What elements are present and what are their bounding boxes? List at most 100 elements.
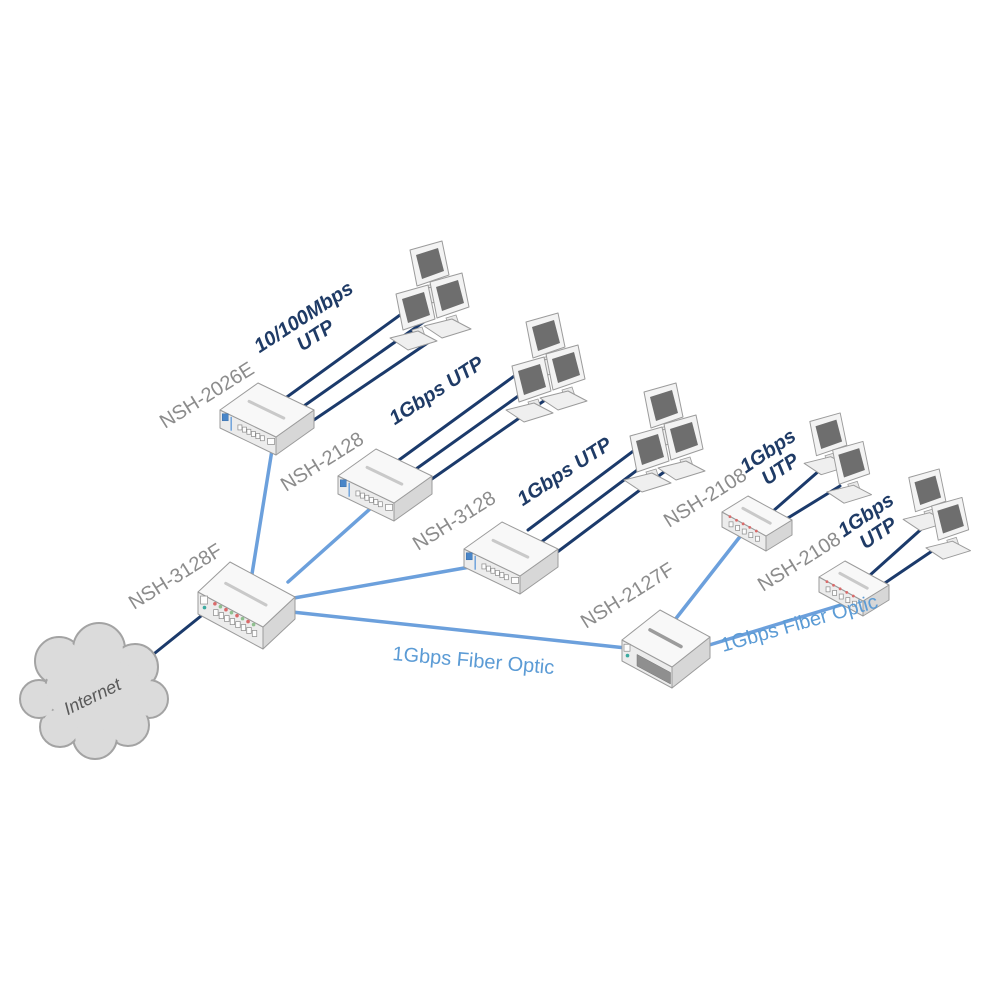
link-fiber-1: [250, 448, 274, 576]
keyboard: [505, 402, 554, 423]
ethernet-port: [728, 521, 734, 528]
status-led: [832, 583, 835, 587]
link-fiber-2: [286, 498, 382, 584]
vent-slot: [491, 538, 530, 559]
status-led: [741, 522, 745, 526]
keyboard: [826, 484, 873, 504]
status-led: [728, 515, 732, 519]
ethernet-port: [259, 435, 265, 442]
status-led: [240, 616, 245, 621]
status-led: [851, 594, 855, 598]
link-internet: [148, 610, 208, 659]
monitor-screen: [416, 248, 444, 279]
workstation: [539, 344, 588, 411]
uplink-port: [511, 576, 519, 584]
ethernet-port: [213, 609, 219, 616]
brand-badge: [465, 552, 473, 561]
keyboard: [623, 472, 672, 493]
ethernet-port: [251, 630, 258, 637]
ethernet-port: [246, 428, 252, 435]
label-fiber-3128f-2127f: 1Gbps Fiber Optic: [392, 643, 556, 679]
link-utp-5: [407, 380, 540, 476]
monitor-screen: [436, 280, 464, 311]
ethernet-port: [355, 490, 361, 497]
ethernet-port: [255, 433, 261, 439]
status-led: [735, 518, 738, 522]
monitor-screen: [402, 292, 430, 323]
keyboard: [925, 540, 972, 560]
status-led: [251, 622, 256, 627]
vent-slot: [247, 399, 286, 420]
workstation: [925, 496, 972, 560]
status-led: [838, 587, 842, 591]
monitor-screen: [838, 448, 865, 478]
ethernet-port: [490, 567, 496, 574]
workstation-group-pcs2: [505, 312, 588, 423]
ethernet-port: [224, 615, 230, 622]
monitor-screen: [650, 390, 678, 421]
status-led: [213, 601, 217, 606]
workstation: [423, 272, 472, 339]
brand-badge: [200, 595, 208, 605]
ethernet-port: [825, 586, 831, 593]
ethernet-port: [237, 424, 243, 431]
keyboard: [539, 390, 588, 411]
ethernet-port: [755, 535, 760, 542]
status-led: [229, 610, 234, 615]
switch-nsh3128: [463, 521, 559, 595]
fiber-port-strip: [636, 653, 671, 685]
ethernet-port: [246, 627, 252, 634]
status-led: [246, 619, 250, 624]
vent-slot: [224, 581, 268, 607]
ethernet-port: [373, 499, 379, 505]
link-utp-4: [397, 364, 530, 462]
ethernet-port: [748, 532, 754, 538]
ethernet-port: [499, 572, 505, 578]
workstation-group-pcs5: [902, 468, 972, 560]
vent-slot: [648, 628, 683, 649]
workstation-group-pcs4: [803, 412, 873, 504]
monitor-screen: [636, 434, 664, 465]
monitor-screen: [670, 422, 698, 453]
brand-badge: [623, 643, 631, 652]
switch-nsh2108b: [818, 560, 890, 617]
label-fiber-2127f-2108b: 1Gbps Fiber Optic: [718, 591, 880, 657]
workstation: [623, 426, 672, 493]
status-led: [224, 607, 228, 612]
brand-badge: [339, 479, 347, 488]
ethernet-port: [218, 612, 224, 619]
status-led: [845, 591, 849, 594]
vent-slot: [838, 571, 869, 590]
label-utp-2128: 1Gbps UTP: [386, 352, 489, 430]
link-fiber-5: [672, 532, 744, 623]
ethernet-port: [369, 497, 374, 503]
ethernet-port: [235, 621, 241, 628]
status-led: [235, 613, 239, 618]
workstation-group-pcs3: [623, 382, 706, 493]
link-utp-3: [300, 338, 434, 430]
ethernet-port: [832, 590, 837, 596]
workstation: [803, 412, 850, 476]
ethernet-port: [838, 593, 844, 600]
ethernet-port: [377, 501, 383, 508]
monitor-screen: [815, 419, 843, 450]
label-utp-2026e: 10/100Mbps UTP: [250, 277, 357, 357]
link-fiber-3: [292, 565, 472, 600]
keyboard: [657, 460, 706, 481]
link-utp-12: [867, 522, 929, 578]
devices-layer: [19, 240, 972, 760]
monitor-screen: [552, 352, 580, 383]
uplink-port: [267, 438, 275, 445]
vent-slot: [741, 506, 772, 525]
status-led: [754, 529, 758, 533]
ethernet-port: [852, 600, 857, 607]
power-led: [202, 605, 207, 610]
ethernet-port: [242, 426, 247, 433]
ethernet-port: [481, 563, 487, 570]
ethernet-port: [495, 570, 500, 576]
status-led: [748, 526, 752, 529]
ethernet-port: [735, 525, 740, 531]
ethernet-port: [845, 597, 851, 603]
ethernet-port: [364, 494, 370, 501]
